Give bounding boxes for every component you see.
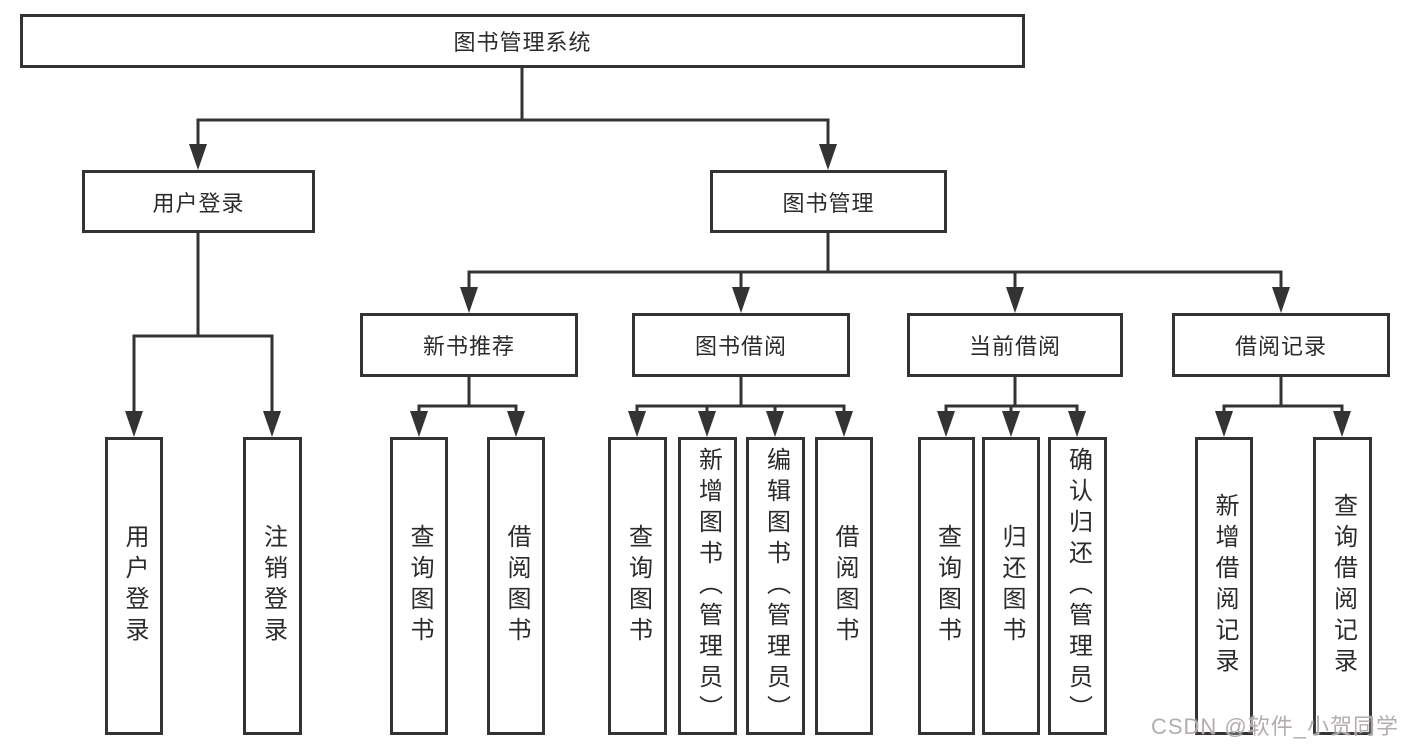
leaf-add-books-admin: 新增图书（管理员） <box>678 437 737 735</box>
leaf-user-login: 用户登录 <box>105 437 163 735</box>
node-borrowing-records: 借阅记录 <box>1172 313 1390 377</box>
node-new-book-recommendation-label: 新书推荐 <box>422 334 515 359</box>
node-new-book-recommendation: 新书推荐 <box>360 313 578 377</box>
leaf-query-books-current: 查询图书 <box>918 437 975 735</box>
leaf-query-books-recommend: 查询图书 <box>390 437 448 735</box>
node-book-management: 图书管理 <box>710 170 947 233</box>
leaf-query-borrow-record-label: 查询借阅记录 <box>1329 493 1357 679</box>
leaf-query-books-borrow-label: 查询图书 <box>624 524 652 648</box>
node-book-borrowing-label: 图书借阅 <box>694 334 787 359</box>
node-book-borrowing: 图书借阅 <box>632 313 850 377</box>
leaf-user-login-label: 用户登录 <box>121 524 148 648</box>
node-current-borrowing-label: 当前借阅 <box>968 334 1061 359</box>
leaf-logout-login: 注销登录 <box>243 437 302 735</box>
node-book-management-label: 图书管理 <box>782 190 875 216</box>
leaf-borrow-books: 借阅图书 <box>815 437 873 735</box>
leaf-add-borrow-record-label: 新增借阅记录 <box>1211 493 1238 679</box>
leaf-query-borrow-record: 查询借阅记录 <box>1313 437 1372 735</box>
connector-arrowheads <box>125 144 1351 437</box>
node-root: 图书管理系统 <box>20 14 1025 68</box>
leaf-add-borrow-record: 新增借阅记录 <box>1195 437 1253 735</box>
leaf-logout-login-label: 注销登录 <box>259 524 287 648</box>
leaf-return-books: 归还图书 <box>982 437 1040 735</box>
leaf-query-books-current-label: 查询图书 <box>933 524 961 648</box>
leaf-return-books-label: 归还图书 <box>998 524 1025 648</box>
node-user-login-label: 用户登录 <box>152 190 245 216</box>
node-user-login: 用户登录 <box>82 170 315 233</box>
leaf-confirm-return-admin: 确认归还（管理员） <box>1048 437 1107 735</box>
node-borrowing-records-label: 借阅记录 <box>1234 334 1327 359</box>
leaf-confirm-return-admin-label: 确认归还（管理员） <box>1064 446 1092 726</box>
leaf-edit-books-admin-label: 编辑图书（管理员） <box>762 446 790 726</box>
leaf-edit-books-admin: 编辑图书（管理员） <box>746 437 805 735</box>
leaf-borrow-books-recommend-label: 借阅图书 <box>503 524 530 648</box>
node-root-label: 图书管理系统 <box>453 30 592 55</box>
leaf-borrow-books-recommend: 借阅图书 <box>487 437 545 735</box>
leaf-query-books-recommend-label: 查询图书 <box>406 524 433 648</box>
node-current-borrowing: 当前借阅 <box>907 313 1123 377</box>
leaf-borrow-books-label: 借阅图书 <box>831 524 858 648</box>
leaf-query-books-borrow: 查询图书 <box>608 437 667 735</box>
leaf-add-books-admin-label: 新增图书（管理员） <box>694 446 722 726</box>
